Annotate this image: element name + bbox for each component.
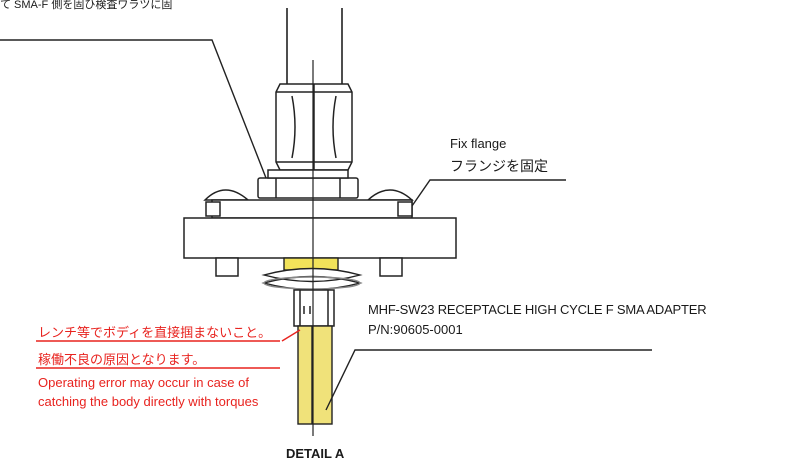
warning-jp-line2: 稼働不良の原因となります。 — [38, 352, 206, 367]
adapter-body — [293, 289, 335, 327]
top-caption: て SMA-F 側を固ひ検査ワラツに固 — [0, 0, 173, 11]
lower-nut — [257, 169, 359, 199]
warning-jp-line1: レンチ等でボディを直接掴まないこと。 — [38, 325, 272, 340]
detail-label: DETAIL A — [286, 446, 345, 461]
adapter-name-label: MHF-SW23 RECEPTACLE HIGH CYCLE F SMA ADA… — [368, 302, 707, 317]
upper-hex-nut — [275, 83, 353, 171]
leader-lines — [0, 39, 652, 411]
upper-cable — [286, 8, 343, 84]
adapter-pn-label: P/N:90605-0001 — [368, 322, 463, 337]
lower-pin — [297, 325, 333, 425]
fix-flange-label-en: Fix flange — [450, 136, 507, 151]
spring — [261, 257, 363, 291]
warning-underlines — [36, 329, 301, 369]
fix-flange-label-jp: フランジを固定 — [450, 158, 548, 174]
warning-en-line1: Operating error may occur in case of — [38, 375, 249, 390]
warning-en-line2: catching the body directly with torques — [38, 394, 259, 409]
